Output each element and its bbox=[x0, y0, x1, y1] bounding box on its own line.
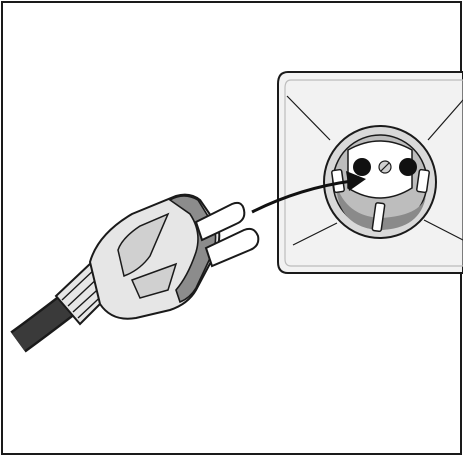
earth-clip-left bbox=[331, 168, 345, 194]
wall-socket bbox=[277, 71, 463, 274]
power-cable bbox=[10, 295, 74, 353]
plug-side-panel bbox=[117, 212, 170, 278]
earth-clip-right bbox=[416, 168, 430, 194]
socket-hole-left bbox=[353, 158, 371, 176]
socket-well-shadow bbox=[336, 184, 426, 230]
grip-rib bbox=[61, 267, 97, 301]
insertion-arrow bbox=[251, 171, 366, 214]
schuko-plug bbox=[54, 193, 260, 326]
plug-lower-panel bbox=[130, 262, 178, 299]
plug-pin-lower bbox=[204, 227, 260, 268]
socket-corner-line bbox=[292, 222, 338, 246]
cable-body bbox=[11, 297, 73, 351]
plug-pin-upper bbox=[194, 201, 246, 242]
screw-slot bbox=[380, 162, 390, 172]
socket-corner-line bbox=[427, 99, 463, 141]
arrow-head bbox=[346, 171, 366, 191]
arrow-shaft bbox=[251, 179, 353, 214]
earth-tab-bottom bbox=[371, 202, 386, 233]
socket-corner-line bbox=[286, 95, 331, 141]
socket-corner-line bbox=[423, 219, 463, 241]
socket-hole-right bbox=[399, 158, 417, 176]
socket-plate-inner-edge bbox=[284, 79, 463, 267]
